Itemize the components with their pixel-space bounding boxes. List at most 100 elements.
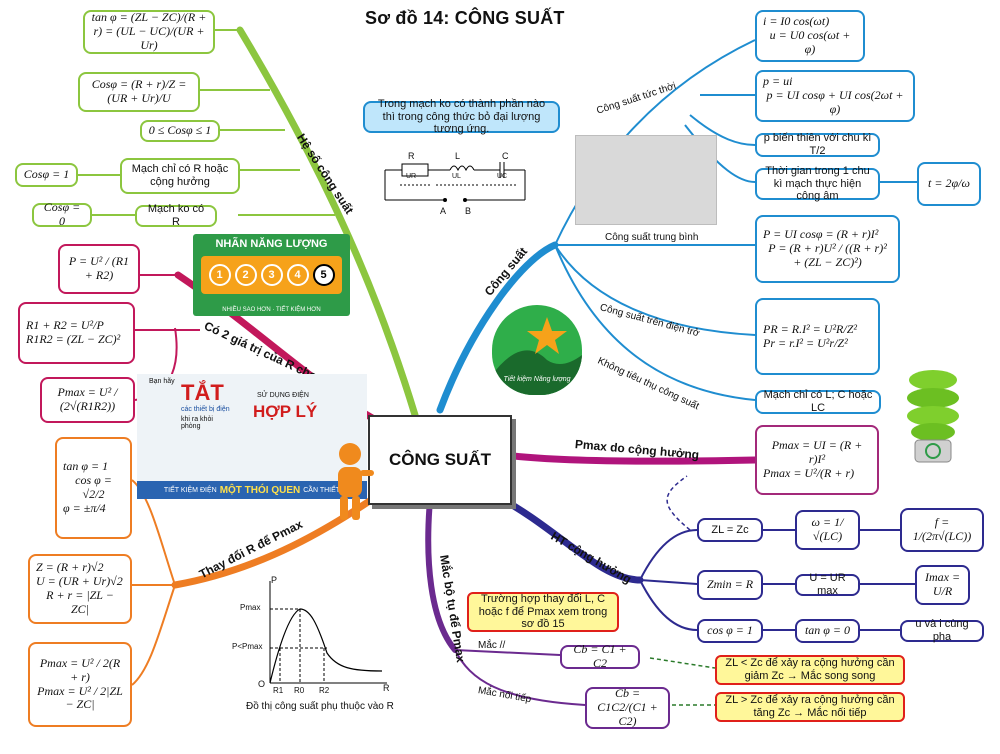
label-mac-noi-tiep: Mắc nối tiếp bbox=[477, 685, 533, 706]
note-cos-one: Mạch chỉ có R hoặc cộng hưởng bbox=[120, 158, 240, 194]
note-mach-lc: Mạch chỉ có L; C hoặc LC bbox=[755, 389, 881, 414]
formula-r-system: R1 + R2 = U²/P R1R2 = (ZL − ZC)² bbox=[18, 302, 135, 364]
formula-r-plus-r: R + r = |ZL − ZC| bbox=[46, 588, 114, 616]
lamp-illustration bbox=[575, 135, 717, 225]
energy-saving-logo: Tiết kiệm Năng lượng bbox=[492, 305, 582, 395]
formula-pmax-r: Pmax = U² / 2(R + r) bbox=[39, 655, 121, 684]
circuit-label-l: L bbox=[455, 151, 461, 161]
label-mac-song-song: Mắc // bbox=[478, 640, 506, 651]
central-topic: CÔNG SUẤT bbox=[368, 415, 512, 505]
formula-tan-zero: tan φ = 0 bbox=[795, 619, 860, 643]
formula-phi-pi4: φ = ±π/4 bbox=[63, 500, 106, 515]
formula-cos-phi: Cosφ = (R + r)/Z = (UR + Ur)/U bbox=[78, 72, 200, 112]
graph-axis-x: R bbox=[383, 683, 390, 693]
graph-origin: O bbox=[258, 679, 266, 689]
campaign-banner: TIẾT KIỆM ĐIỆN MỘT THÓI QUEN CẦN THIẾT bbox=[137, 481, 367, 499]
formula-p-r: PR = R.I² = U²R/Z² bbox=[763, 321, 857, 336]
circuit-note: Trong mạch ko có thành phần nào thì tron… bbox=[363, 98, 560, 135]
label-tuc-thoi: Công suất tức thời bbox=[595, 80, 678, 117]
campaign-banner-mid: MỘT THÓI QUEN bbox=[219, 484, 301, 496]
circuit-label-r: R bbox=[408, 151, 415, 161]
star-icon: 2 bbox=[234, 264, 257, 286]
formula-cos-sqrt2: cos φ = √2/2 bbox=[75, 473, 112, 501]
graph-r1: R1 bbox=[273, 686, 284, 695]
formula-p-average-expanded: P = (R + r)U² / ((R + r)² + (ZL − ZC)²) bbox=[768, 241, 887, 269]
page-title: Sơ đồ 14: CÔNG SUẤT bbox=[365, 8, 565, 28]
energy-saving-logo-text: Tiết kiệm Năng lượng bbox=[503, 376, 571, 383]
formula-u: U = (UR + Ur)√2 bbox=[36, 574, 123, 589]
branch-label-cong-suat: Công suất bbox=[481, 244, 531, 299]
graph-plt-label: P<Pmax bbox=[232, 642, 263, 651]
campaign-banner-pre: TIẾT KIỆM ĐIỆN bbox=[163, 486, 217, 494]
label-khong-tieu-thu: Không tiêu thụ công suất bbox=[595, 355, 701, 413]
branch-label-mac-bo-tu: Mắc bộ tụ để Pmax bbox=[437, 553, 468, 664]
cfl-bulb-icon bbox=[907, 370, 959, 463]
branch-label-ht-cong-huong: HT cộng hưởng bbox=[548, 528, 634, 587]
formula-p-average-system: P = UI cosφ = (R + r)I² P = (R + r)U² / … bbox=[755, 215, 900, 283]
formula-u-ur: U = UR max bbox=[795, 572, 860, 597]
note-zl-lt-zc: ZL < Zc để xảy ra cộng hưởng cần giảm Zc… bbox=[715, 655, 905, 685]
formula-imax: Imax = U/R bbox=[915, 565, 970, 605]
formula-cos-range: 0 ≤ Cosφ ≤ 1 bbox=[140, 120, 220, 142]
formula-p-expanded: p = UI cosφ + UI cos(2ωt + φ) bbox=[766, 88, 904, 116]
formula-r-product: R1R2 = (ZL − ZC)² bbox=[26, 332, 121, 346]
formula-pmax-zl-zc: Pmax = U² / 2|ZL − ZC| bbox=[37, 683, 123, 712]
campaign-hop-ly: HỢP LÝ bbox=[253, 402, 318, 421]
cond-zl-zc: ZL = Zc bbox=[697, 518, 763, 542]
star-icon: 4 bbox=[286, 264, 309, 286]
formula-omega: ω = 1/√(LC) bbox=[795, 510, 860, 550]
note-cung-pha: u và i cùng pha bbox=[900, 618, 984, 643]
presenter-figure-icon bbox=[338, 443, 374, 520]
energy-label-footer: NHIỀU SAO HƠN · TIẾT KIỆM HƠN bbox=[222, 307, 321, 313]
energy-label-heading: NHÃN NĂNG LƯỢNG bbox=[215, 238, 328, 250]
graph-r2: R2 bbox=[319, 686, 330, 695]
circuit-label-uc: UC bbox=[497, 173, 508, 180]
formula-phi-system: tan φ = 1 cos φ = √2/2 φ = ±π/4 bbox=[55, 437, 132, 539]
formula-cos-one-res: cos φ = 1 bbox=[697, 619, 763, 643]
campaign-ban-hay: Bạn hãy bbox=[149, 378, 175, 385]
formula-pmax-u2: Pmax = U²/(R + r) bbox=[763, 465, 855, 480]
graph-pmax-label: Pmax bbox=[240, 603, 261, 612]
note-thay-doi-lcf: Trường hợp thay đổi L, C hoặc f để Pmax … bbox=[467, 592, 619, 632]
energy-campaign-panel: Bạn hãy TẮT các thiết bị điện khi ra khỏ… bbox=[137, 374, 367, 499]
star-icon bbox=[492, 317, 582, 395]
formula-zmin: Zmin = R bbox=[697, 570, 763, 600]
graph-axis-y: P bbox=[271, 575, 278, 585]
circuit-label-c: C bbox=[502, 151, 509, 161]
note-cos-zero: Mạch ko có R bbox=[135, 203, 217, 228]
campaign-tat-sub: các thiết bị điện bbox=[181, 406, 230, 413]
formula-z-system: Z = (R + r)√2 U = (UR + Ur)√2 R + r = |Z… bbox=[28, 554, 132, 624]
formula-u: u = U0 cos(ωt + φ) bbox=[769, 28, 851, 56]
branch-label-thay-doi-r: Thay đổi R để Pmax bbox=[196, 516, 305, 582]
formula-p-r-internal: Pr = r.I² = U²r/Z² bbox=[763, 335, 848, 350]
circuit-label-a: A bbox=[440, 206, 447, 216]
formula-cb-series: Cb = C1C2/(C1 + C2) bbox=[585, 686, 670, 729]
formula-pmax-ui: Pmax = UI = (R + r)I² bbox=[771, 438, 863, 467]
formula-tan-one: tan φ = 1 bbox=[63, 459, 109, 474]
star-icon: 3 bbox=[260, 264, 283, 286]
formula-p-sum: P = U² / (R1 + R2) bbox=[58, 244, 140, 294]
formula-cos-one: Cosφ = 1 bbox=[15, 163, 78, 187]
formula-r-sum: R1 + R2 = U²/P bbox=[26, 318, 104, 333]
formula-cos-zero: Cosφ = 0 bbox=[32, 200, 92, 228]
campaign-banner-post: CẦN THIẾT bbox=[303, 486, 341, 494]
formula-i-u-system: i = I0 cos(ωt) u = U0 cos(ωt + φ) bbox=[755, 10, 865, 62]
rlc-circuit-diagram bbox=[384, 162, 526, 202]
formula-p-instant-system: p = ui p = UI cosφ + UI cos(2ωt + φ) bbox=[755, 70, 915, 122]
formula-pmax-resonance-system: Pmax = UI = (R + r)I² Pmax = U²/(R + r) bbox=[755, 425, 879, 495]
formula-tan-phi: tan φ = (ZL − ZC)/(R + r) = (UL − UC)/(U… bbox=[83, 10, 215, 54]
formula-i: i = I0 cos(ωt) bbox=[763, 14, 830, 29]
note-zl-gt-zc: ZL > Zc để xảy ra cộng hưởng cần tăng Zc… bbox=[715, 692, 905, 722]
formula-pmax-system: Pmax = U² / 2(R + r) Pmax = U² / 2|ZL − … bbox=[28, 642, 132, 727]
label-trung-binh: Công suất trung bình bbox=[605, 232, 699, 243]
circuit-label-ul: UL bbox=[452, 173, 461, 180]
formula-p-ui: p = ui bbox=[763, 74, 793, 89]
formula-pmax-r1r2: Pmax = U² / (2√(R1R2)) bbox=[40, 377, 135, 423]
formula-p-resistor-system: PR = R.I² = U²R/Z² Pr = r.I² = U²r/Z² bbox=[755, 298, 880, 375]
star-icon: 5 bbox=[312, 264, 335, 286]
energy-label-stars: 1 2 3 4 5 bbox=[201, 256, 342, 294]
circuit-label-b: B bbox=[465, 206, 472, 216]
branch-label-pmax-cong-huong: Pmax do cộng hưởng bbox=[574, 437, 700, 462]
note-bien-thien: p biến thiên với chu kì T/2 bbox=[755, 132, 880, 157]
formula-cb-parallel: Cb = C1 + C2 bbox=[560, 642, 640, 670]
